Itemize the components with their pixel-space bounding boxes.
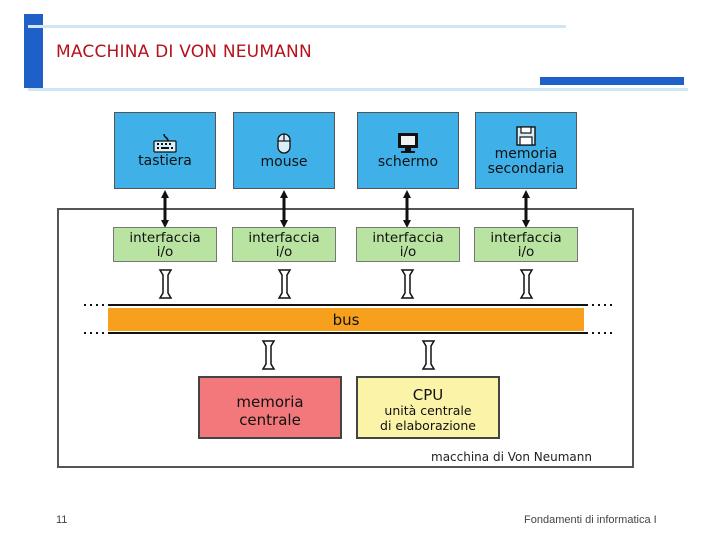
interface-label-line1: interfaccia xyxy=(248,230,320,246)
page-title: MACCHINA DI VON NEUMANN xyxy=(56,42,312,62)
hollow-arrow-2 xyxy=(277,269,292,299)
interface-box-4: interfaccia i/o xyxy=(474,227,578,262)
page-number: 11 xyxy=(56,514,68,526)
bus-lines xyxy=(84,304,612,334)
monitor-icon xyxy=(398,133,418,153)
device-interface-arrows xyxy=(161,190,530,228)
hollow-arrow-1 xyxy=(158,269,173,299)
hollow-arrow-3 xyxy=(400,269,415,299)
device-tastiera: tastiera xyxy=(114,112,216,189)
hollow-arrow-4 xyxy=(519,269,534,299)
cpu-label-line1: unità centrale xyxy=(384,403,472,418)
mouse-icon xyxy=(277,133,291,154)
interface-box-1: interfaccia i/o xyxy=(113,227,217,262)
machine-frame xyxy=(57,208,634,468)
memoria-centrale-box: memoria centrale xyxy=(198,376,342,439)
interface-label-line1: interfaccia xyxy=(129,230,201,246)
device-label: mouse xyxy=(260,154,308,170)
hollow-arrows xyxy=(158,269,534,370)
hollow-arrow-memory xyxy=(261,340,276,370)
device-label-line1: memoria xyxy=(494,145,558,162)
cpu-title: CPU xyxy=(412,386,444,404)
title-accent-bar xyxy=(24,14,43,88)
footer-course: Fondamenti di informatica I xyxy=(524,514,657,526)
interface-label-line2: i/o xyxy=(517,244,535,260)
memory-label-line2: centrale xyxy=(239,411,301,429)
hollow-arrow-cpu xyxy=(421,340,436,370)
device-mouse: mouse xyxy=(233,112,335,189)
top-rule xyxy=(28,25,566,28)
title-rule-accent xyxy=(540,77,684,85)
title-rule xyxy=(28,88,688,91)
interface-label-line2: i/o xyxy=(399,244,417,260)
bus-bar: bus xyxy=(108,308,584,331)
device-label: tastiera xyxy=(138,153,192,169)
interface-label-line1: interfaccia xyxy=(372,230,444,246)
floppy-disk-icon xyxy=(516,125,536,146)
diagram-caption: macchina di Von Neumann xyxy=(431,450,592,464)
interface-box-3: interfaccia i/o xyxy=(356,227,460,262)
bus-label: bus xyxy=(332,310,360,329)
interface-label-line1: interfaccia xyxy=(490,230,562,246)
interface-box-2: interfaccia i/o xyxy=(232,227,336,262)
interface-label-line2: i/o xyxy=(275,244,293,260)
device-schermo: schermo xyxy=(357,112,459,189)
interface-label-line2: i/o xyxy=(156,244,174,260)
memory-label-line1: memoria xyxy=(236,393,304,411)
cpu-label-line2: di elaborazione xyxy=(380,418,476,433)
device-label-line2: secondaria xyxy=(487,160,565,177)
device-label: schermo xyxy=(377,154,439,170)
keyboard-icon xyxy=(153,133,177,153)
device-memoria-secondaria: memoria secondaria xyxy=(475,112,577,189)
cpu-box: CPU unità centrale di elaborazione xyxy=(356,376,500,439)
